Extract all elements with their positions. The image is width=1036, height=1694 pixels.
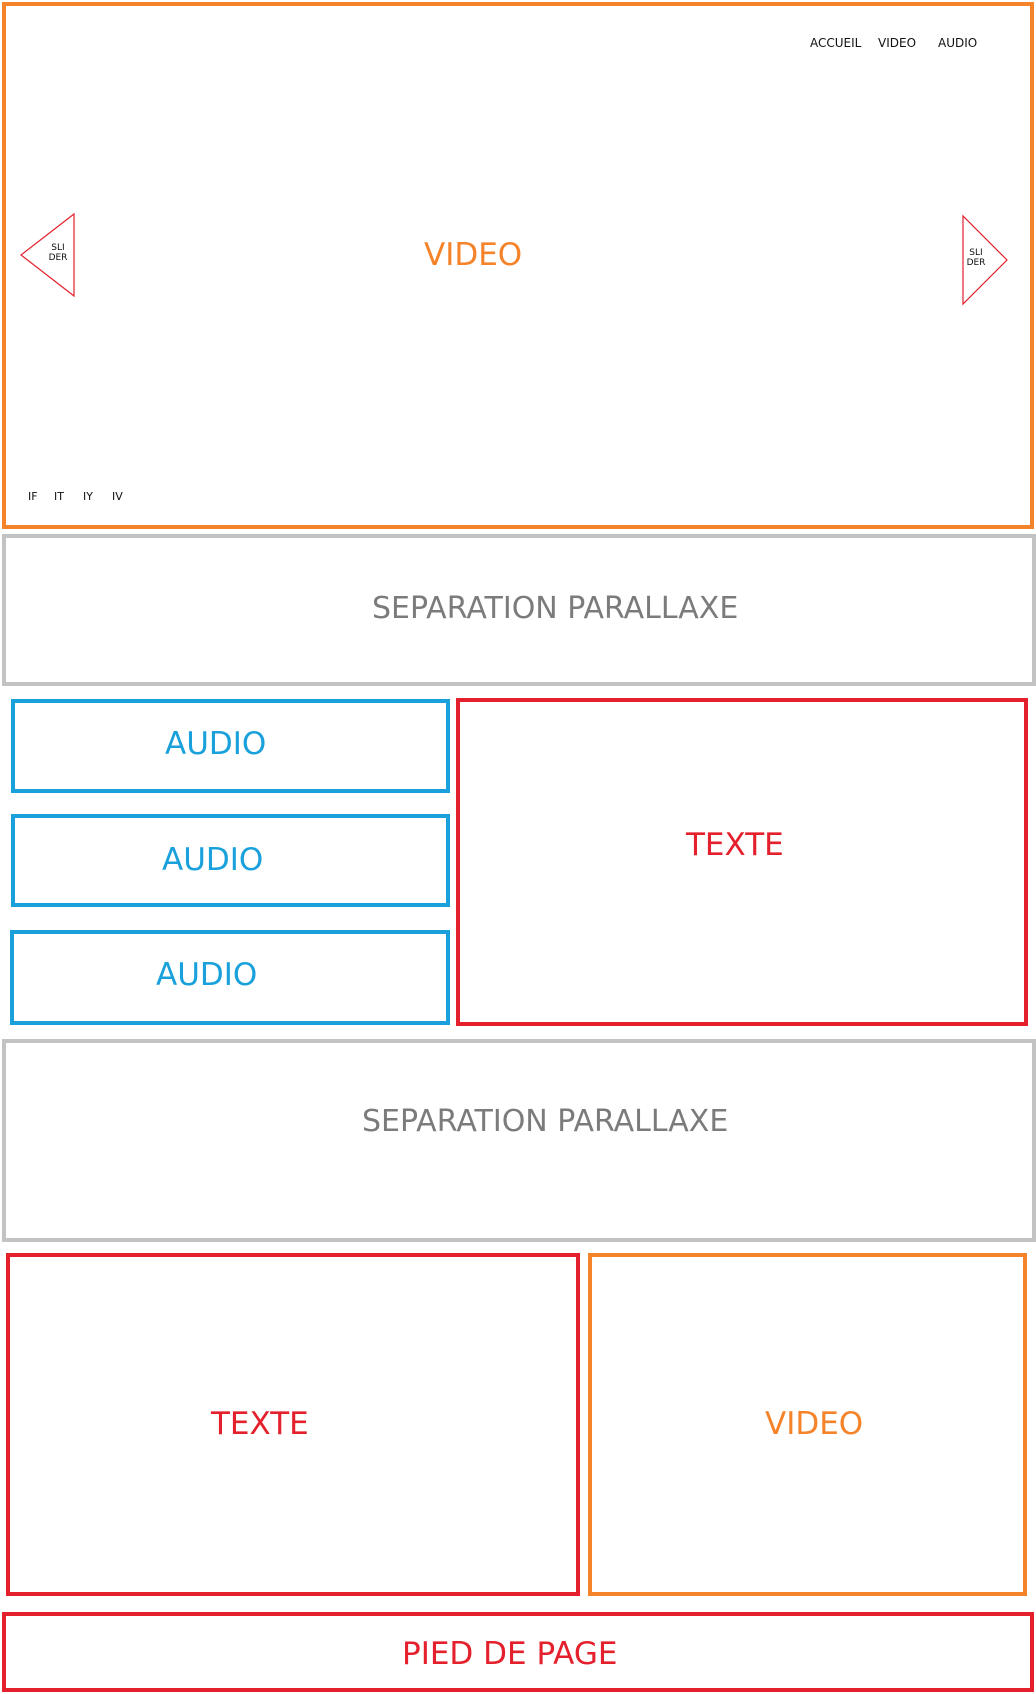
parallax-separator-2-label: SEPARATION PARALLAXE xyxy=(362,1104,729,1139)
nav-video[interactable]: VIDEO xyxy=(878,36,917,50)
text-block-1-label: TEXTE xyxy=(686,827,784,863)
slide-indicator-2[interactable]: IT xyxy=(54,490,64,503)
slide-indicator-1[interactable]: IF xyxy=(28,490,38,503)
parallax-separator-1-label: SEPARATION PARALLAXE xyxy=(372,591,739,626)
audio-block-1-label: AUDIO xyxy=(165,726,267,762)
footer-label: PIED DE PAGE xyxy=(402,1636,618,1672)
slider-next-label: SLI DER xyxy=(966,248,986,268)
nav-audio[interactable]: AUDIO xyxy=(938,36,978,50)
slide-indicator-4[interactable]: IV xyxy=(112,490,123,503)
video-block-2-label: VIDEO xyxy=(765,1406,864,1442)
slider-prev-arrow-icon[interactable]: SLI DER xyxy=(18,212,76,298)
slide-indicator-3[interactable]: IY xyxy=(83,490,93,503)
audio-block-2[interactable]: AUDIO xyxy=(11,814,450,907)
audio-block-1[interactable]: AUDIO xyxy=(11,699,450,793)
audio-block-3[interactable]: AUDIO xyxy=(10,930,450,1025)
slider-prev-label: SLI DER xyxy=(48,243,68,263)
parallax-separator-1: SEPARATION PARALLAXE xyxy=(2,534,1036,686)
video-block-2[interactable]: VIDEO xyxy=(588,1253,1027,1596)
text-block-2-label: TEXTE xyxy=(211,1406,309,1442)
audio-block-3-label: AUDIO xyxy=(156,957,258,993)
text-block-1: TEXTE xyxy=(456,698,1028,1026)
text-block-2: TEXTE xyxy=(6,1253,580,1596)
audio-block-2-label: AUDIO xyxy=(162,842,264,878)
hero-video-label: VIDEO xyxy=(424,237,523,273)
slider-next-arrow-icon[interactable]: SLI DER xyxy=(961,214,1009,306)
parallax-separator-2: SEPARATION PARALLAXE xyxy=(2,1039,1036,1242)
hero-video-section: ACCUEIL VIDEO AUDIO VIDEO SLI DER SLI DE… xyxy=(2,2,1034,529)
footer: PIED DE PAGE xyxy=(2,1612,1034,1692)
nav-accueil[interactable]: ACCUEIL xyxy=(810,36,862,50)
